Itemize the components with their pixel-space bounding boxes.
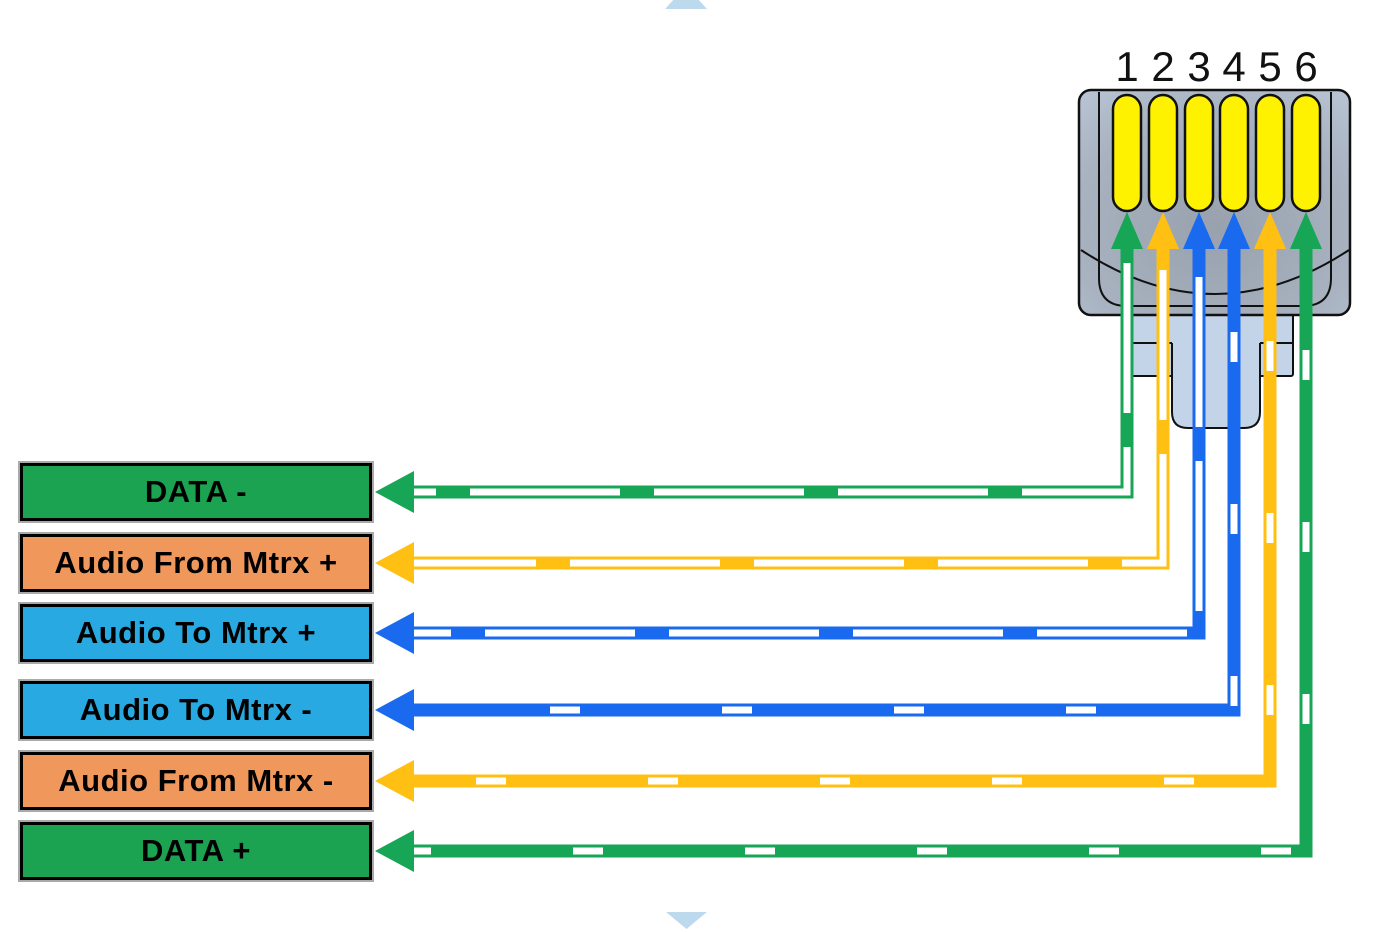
wire-pin-1 <box>375 212 1143 513</box>
wires <box>375 212 1322 872</box>
label-text-6: DATA + <box>140 833 252 868</box>
label-box-3: Audio To Mtrx + <box>18 602 374 664</box>
label-box-6: DATA + <box>18 820 374 882</box>
wire-pin-3 <box>375 212 1215 654</box>
label-box-1: DATA - <box>18 461 374 523</box>
rj12-connector <box>1077 88 1352 429</box>
pin-5-contact <box>1254 93 1286 213</box>
wire-arrowhead-up <box>1111 212 1143 249</box>
label-box-2: Audio From Mtrx + <box>18 532 374 594</box>
label-box-4: Audio To Mtrx - <box>18 679 374 741</box>
pin-number-6: 6 <box>1294 43 1318 90</box>
scroll-up-icon[interactable] <box>665 0 707 9</box>
wire-arrowhead-up <box>1147 212 1179 249</box>
label-text-5: Audio From Mtrx - <box>58 763 334 798</box>
wire-arrowhead-left <box>375 542 414 584</box>
connector-face-curve <box>1080 249 1350 295</box>
wire-arrowhead-left <box>375 760 414 802</box>
wire-arrowhead-up <box>1218 212 1250 249</box>
wire-arrowhead-left <box>375 612 414 654</box>
wire-arrowhead-up <box>1254 212 1286 249</box>
label-text-3: Audio To Mtrx + <box>75 615 317 650</box>
wire-pin-6 <box>375 212 1322 872</box>
wire-arrowhead-up <box>1183 212 1215 249</box>
wire-arrowhead-left <box>375 471 414 513</box>
pin-number-5: 5 <box>1258 43 1282 90</box>
wire-stripe <box>414 247 1131 496</box>
wire-shaft <box>414 247 1241 717</box>
wire-arrowhead-up <box>1290 212 1322 249</box>
label-text-1: DATA - <box>144 474 248 509</box>
wire-shaft <box>414 247 1313 858</box>
scroll-down-icon[interactable] <box>666 912 707 929</box>
pin-6-contact <box>1290 93 1322 213</box>
label-text-2: Audio From Mtrx + <box>54 545 338 580</box>
pin-number-3: 3 <box>1187 43 1211 90</box>
wire-pin-5 <box>375 212 1286 802</box>
pin-2-contact <box>1147 93 1179 213</box>
pin-4-contact <box>1218 93 1250 213</box>
connector-pins <box>1111 93 1322 213</box>
wire-stripe <box>414 247 1167 567</box>
pin-3-contact <box>1183 93 1215 213</box>
wire-arrowhead-left <box>375 689 414 731</box>
wire-shaft <box>414 247 1277 788</box>
wire-pin-4 <box>375 212 1250 731</box>
pin-number-2: 2 <box>1151 43 1175 90</box>
pin-1-contact <box>1111 93 1143 213</box>
wire-pin-2 <box>375 212 1179 584</box>
wire-stripe <box>414 247 1203 637</box>
pin-number-1: 1 <box>1115 43 1139 90</box>
pin-number-4: 4 <box>1222 43 1246 90</box>
label-text-4: Audio To Mtrx - <box>79 692 313 727</box>
label-box-5: Audio From Mtrx - <box>18 750 374 812</box>
connector-inner-face <box>1098 92 1332 307</box>
wire-arrowhead-left <box>375 830 414 872</box>
